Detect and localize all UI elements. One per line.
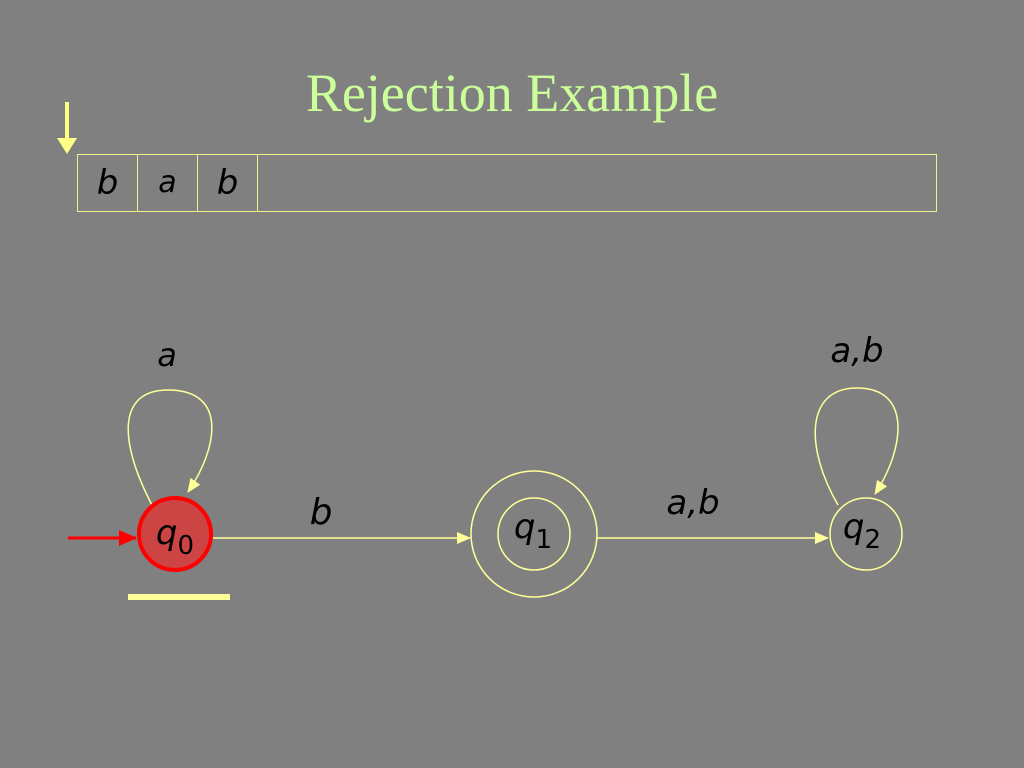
state-q1-label: q1	[514, 507, 552, 555]
edge-q1-q2-label: a,b	[666, 483, 719, 523]
q2-self-loop	[814, 387, 899, 506]
q0-loop-label: a	[157, 336, 177, 374]
state-q1-name: q	[514, 507, 536, 547]
state-q2-sub: 2	[865, 525, 882, 555]
page-title: Rejection Example	[305, 63, 719, 123]
tape-cell-3: b	[198, 155, 258, 211]
tape-cell-1: b	[78, 155, 138, 211]
input-tape: b a b	[77, 154, 937, 212]
state-q0-name: q	[156, 513, 178, 553]
state-q1-sub: 1	[536, 525, 553, 555]
state-q0	[137, 496, 213, 572]
q2-loop-label: a,b	[830, 331, 883, 371]
edge-q0-q1-label: b	[310, 492, 333, 533]
state-q1-inner	[497, 497, 571, 571]
q0-self-loop	[127, 389, 213, 506]
state-q1-outer	[470, 470, 598, 598]
state-q0-sub: 0	[178, 531, 195, 561]
tape-head-arrow-icon	[57, 102, 77, 154]
tape-cell-2: a	[138, 155, 198, 211]
state-q2-label: q2	[843, 507, 881, 555]
state-q0-label: q0	[156, 513, 194, 561]
state-q2-name: q	[843, 507, 865, 547]
current-state-underline	[128, 594, 230, 600]
state-q2	[829, 497, 903, 571]
